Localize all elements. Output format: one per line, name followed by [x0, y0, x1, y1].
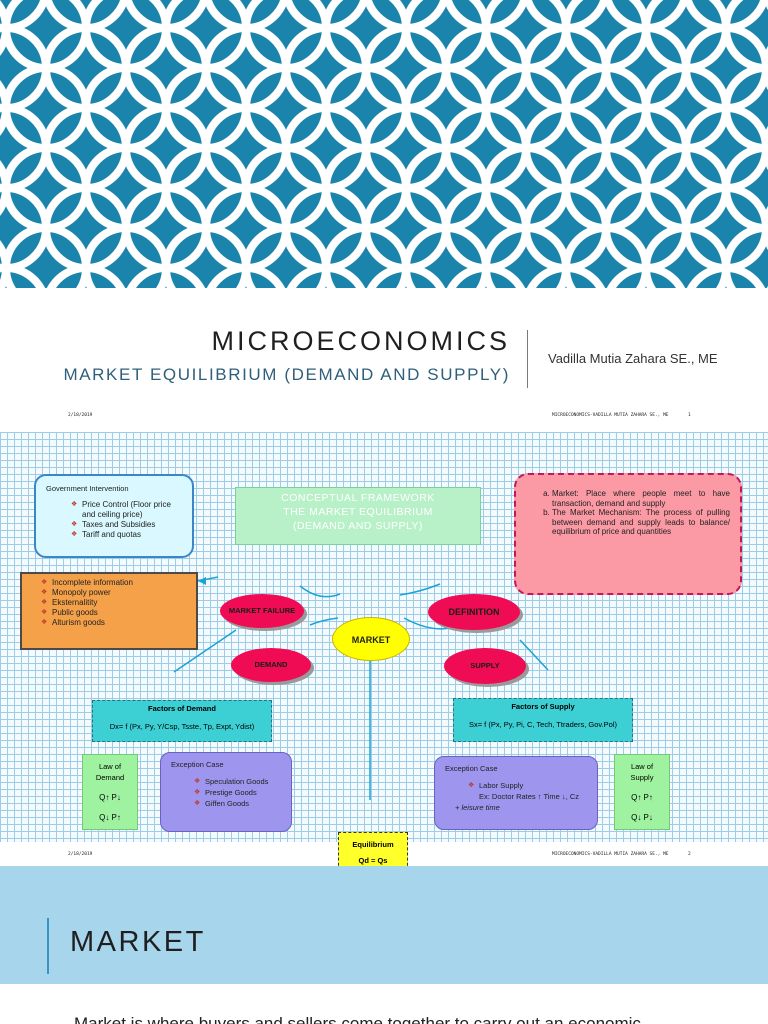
exception-demand-item: Prestige Goods: [194, 787, 281, 798]
slide-header-band: [0, 866, 768, 984]
market-node: MARKET: [332, 617, 410, 661]
market-slide: MARKET Market is where buyers and seller…: [0, 866, 768, 1024]
law-of-demand-box: Law of Demand Q↑ P↓ Q↓ P↑: [82, 754, 138, 830]
factors-supply-formula: Sx= f (Px, Py, Pi, C, Tech, Ttraders, Go…: [468, 720, 618, 729]
footer-date: 2/18/2019: [68, 852, 93, 857]
failure-item: Eksternalitity: [41, 598, 186, 608]
presentation-subtitle: MARKET EQUILIBRIUM (DEMAND AND SUPPLY): [63, 365, 510, 384]
law-demand-line: Demand: [95, 773, 125, 782]
header-date: 2/18/2019: [68, 413, 93, 418]
equilibrium-formula: Qd = Qs: [358, 856, 388, 865]
law-supply-line: Law of: [630, 762, 654, 771]
header-source: MICROECONOMICS-VADILLA MUTIA ZAHARA SE.,…: [552, 413, 669, 418]
slide-body-text: Market is where buyers and sellers come …: [74, 1014, 641, 1024]
law-supply-line: Supply: [630, 773, 654, 782]
footer-page-number: 2: [688, 852, 691, 857]
law-of-supply-box: Law of Supply Q↑ P↑ Q↓ P↓: [614, 754, 670, 830]
exception-demand-title: Exception Case: [171, 760, 224, 769]
market-failure-list: Incomplete information Monopoly power Ek…: [20, 572, 198, 650]
failure-item: Public goods: [41, 608, 186, 618]
conceptual-framework-title: CONCEPTUAL FRAMEWORK THE MARKET EQUILIBR…: [235, 487, 481, 545]
exception-demand-item: Speculation Goods: [194, 776, 281, 787]
government-heading: Government Intervention: [46, 484, 129, 493]
demand-node: DEMAND: [231, 648, 311, 682]
title-slide: MICROECONOMICS MARKET EQUILIBRIUM (DEMAN…: [0, 288, 768, 406]
supply-exception-box: Exception Case Labor Supply Ex: Doctor R…: [434, 756, 598, 830]
failure-item: Monopoly power: [41, 588, 186, 598]
exception-supply-title: Exception Case: [445, 764, 498, 773]
geometric-ring-pattern: [0, 0, 768, 288]
factors-of-supply-box: Factors of Supply Sx= f (Px, Py, Pi, C, …: [453, 698, 633, 742]
slide-title: MARKET: [70, 926, 206, 958]
supply-node: SUPPLY: [444, 648, 526, 684]
concept-line: THE MARKET EQUILIBRIUM: [283, 506, 433, 518]
accent-bar: [47, 918, 49, 974]
equilibrium-box: Equilibrium Qd = Qs: [338, 832, 408, 866]
factors-demand-formula: Dx= f (Px, Py, Y/Csp, Tsste, Tp, Expt, Y…: [109, 722, 255, 731]
law-demand-symbol: Q↓ P↑: [99, 813, 121, 822]
author-name: Vadilla Mutia Zahara SE., ME: [548, 351, 718, 366]
diagram-canvas: Government Intervention Price Control (F…: [0, 432, 768, 866]
government-item: Price Control (Floor price and ceiling p…: [71, 500, 182, 520]
law-supply-symbol: Q↓ P↓: [631, 813, 653, 822]
factors-of-demand-box: Factors of Demand Dx= f (Px, Py, Y/Csp, …: [92, 700, 272, 742]
concept-line: (DEMAND AND SUPPLY): [292, 520, 424, 532]
presentation-title: MICROECONOMICS: [211, 326, 510, 356]
exception-supply-note: Ex: Doctor Rates ↑ Time ↓, Cz: [479, 792, 580, 801]
factors-supply-title: Factors of Supply: [511, 702, 575, 711]
failure-item: Alturism goods: [41, 618, 186, 628]
government-item: Taxes and Subsidies: [71, 520, 182, 530]
law-supply-symbol: Q↑ P↑: [631, 793, 653, 802]
exception-supply-italic: + leisure time: [455, 803, 500, 812]
conceptual-framework-slide: 2/18/2019 MICROECONOMICS-VADILLA MUTIA Z…: [0, 406, 768, 866]
failure-item: Incomplete information: [41, 578, 186, 588]
exception-supply-item: Labor Supply: [468, 780, 587, 791]
concept-line: CONCEPTUAL FRAMEWORK: [281, 492, 435, 504]
government-item: Tariff and quotas: [71, 530, 182, 540]
title-divider: [527, 330, 528, 388]
equilibrium-title: Equilibrium: [352, 840, 394, 849]
definition-node: DEFINITION: [428, 594, 520, 630]
law-demand-line: Law of: [98, 762, 122, 771]
definition-callout: Market: Place where people meet to have …: [514, 473, 742, 595]
law-demand-symbol: Q↑ P↓: [99, 793, 121, 802]
definition-item: Market: Place where people meet to have …: [552, 489, 730, 508]
definition-item: The Market Mechanism: The process of pul…: [552, 508, 730, 537]
footer-source: MICROECONOMICS-VADILLA MUTIA ZAHARA SE.,…: [552, 852, 669, 857]
government-intervention-callout: Government Intervention Price Control (F…: [34, 474, 194, 558]
demand-exception-box: Exception Case Speculation Goods Prestig…: [160, 752, 292, 832]
factors-demand-title: Factors of Demand: [148, 704, 216, 713]
exception-demand-item: Giffen Goods: [194, 798, 281, 809]
header-page-number: 1: [688, 413, 691, 418]
market-failure-node: MARKET FAILURE: [220, 594, 304, 628]
